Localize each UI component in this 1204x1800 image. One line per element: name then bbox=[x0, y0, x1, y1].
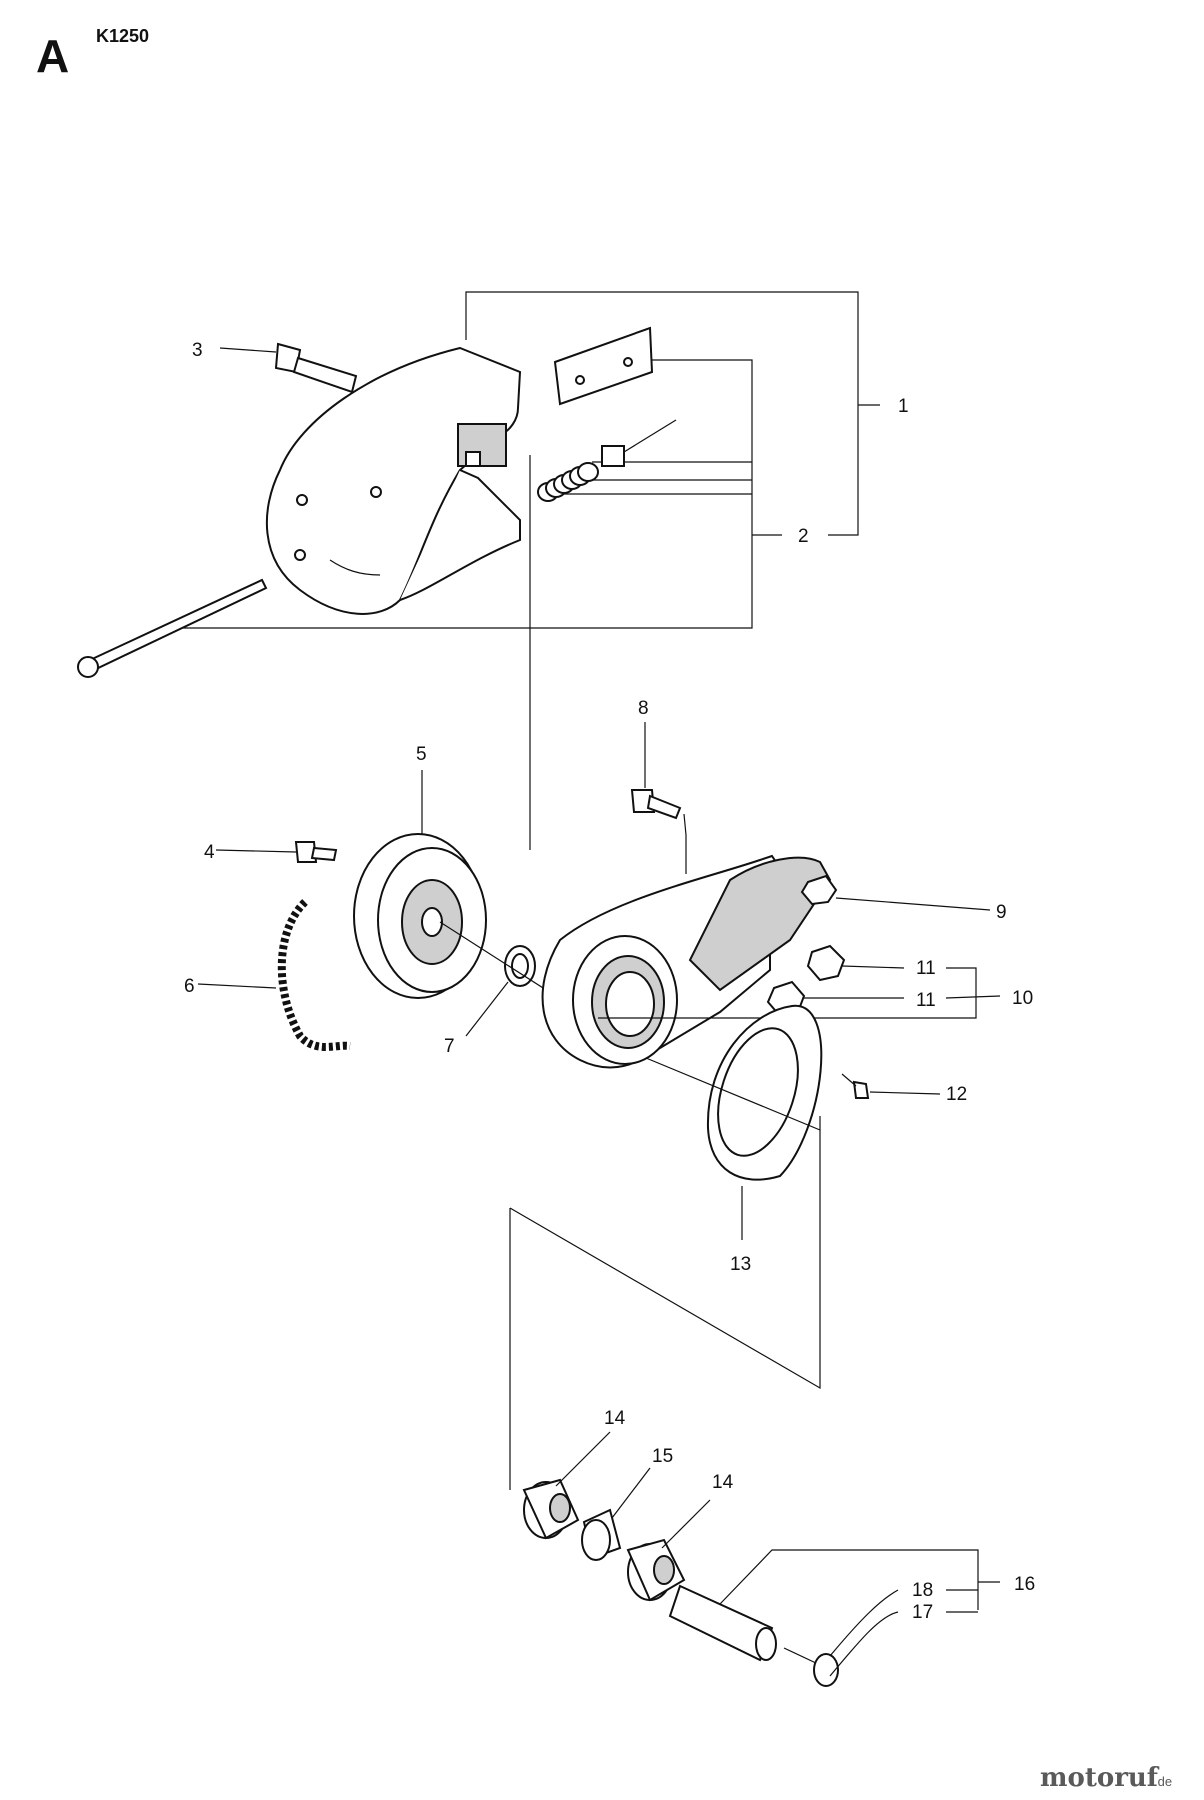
callout-11-lower: 11 bbox=[916, 990, 936, 1011]
callout-11-upper: 11 bbox=[916, 958, 936, 979]
leader-line bbox=[623, 419, 677, 453]
bolt-3 bbox=[274, 342, 358, 394]
callout-3: 3 bbox=[192, 340, 203, 361]
guard-clip bbox=[465, 451, 481, 467]
screw-8-shank bbox=[646, 794, 682, 820]
callout-16: 16 bbox=[1014, 1574, 1035, 1595]
leader-line bbox=[869, 1091, 941, 1095]
callout-7: 7 bbox=[444, 1036, 455, 1057]
section-letter: A bbox=[36, 30, 69, 82]
arm-group bbox=[509, 722, 1001, 1490]
plate-hole bbox=[623, 357, 633, 367]
leader-line bbox=[841, 965, 905, 969]
leader-line bbox=[661, 1499, 711, 1549]
model-number: K1250 bbox=[96, 26, 149, 46]
leader-line bbox=[555, 1431, 611, 1487]
watermark-suffix: .de bbox=[1154, 1774, 1172, 1789]
belt-guard-flange bbox=[399, 469, 521, 601]
bolt-4-shank bbox=[310, 846, 338, 862]
guard-hole bbox=[370, 486, 382, 498]
leader-line bbox=[683, 813, 687, 874]
arm-bracket bbox=[688, 856, 832, 992]
callout-10: 10 bbox=[1012, 988, 1033, 1009]
drive-belt bbox=[277, 899, 351, 1051]
leader-line bbox=[719, 1549, 979, 1610]
screw-12 bbox=[852, 1080, 870, 1099]
square-nut bbox=[601, 445, 625, 467]
guard-slot bbox=[457, 423, 507, 467]
callout-8: 8 bbox=[638, 698, 649, 719]
leader-line bbox=[945, 995, 1001, 999]
watermark-logo: motoruf .de bbox=[1040, 1763, 1172, 1793]
leader-line bbox=[465, 981, 509, 1037]
bolt-4 bbox=[294, 841, 318, 863]
leader-line bbox=[197, 983, 277, 989]
callout-18: 18 bbox=[912, 1580, 933, 1601]
washer-hole bbox=[511, 953, 529, 979]
bolt-17-head bbox=[813, 1653, 839, 1687]
shaft bbox=[668, 1584, 774, 1662]
nut-9 bbox=[800, 874, 838, 906]
shaft-end bbox=[755, 1627, 777, 1661]
watermark-brand: motoruf bbox=[1040, 1763, 1160, 1793]
friction-ring-hole bbox=[717, 1027, 799, 1157]
guard-edge bbox=[329, 559, 381, 576]
callout-4: 4 bbox=[204, 842, 215, 863]
callout-1: 1 bbox=[898, 396, 909, 417]
spacer-15-face bbox=[581, 1519, 611, 1561]
bolt-17-shank bbox=[783, 1647, 819, 1665]
leader-line bbox=[215, 849, 297, 853]
guard-hole bbox=[294, 549, 306, 561]
callout-14-left: 14 bbox=[604, 1408, 626, 1429]
leader-line bbox=[509, 1116, 821, 1390]
leader-line bbox=[645, 1057, 821, 1131]
long-screw bbox=[77, 578, 268, 678]
callout-5: 5 bbox=[416, 744, 427, 765]
callout-15: 15 bbox=[652, 1446, 673, 1467]
callout-9: 9 bbox=[996, 902, 1007, 923]
leader-line bbox=[611, 1467, 651, 1519]
arm-bore-inner bbox=[605, 971, 655, 1037]
plate-hole bbox=[575, 375, 585, 385]
callout-14-right: 14 bbox=[712, 1472, 734, 1493]
leader-line bbox=[465, 291, 859, 536]
callout-12: 12 bbox=[946, 1084, 967, 1105]
leader-line bbox=[829, 1589, 899, 1657]
belt-guard-group bbox=[77, 291, 880, 850]
callout-17: 17 bbox=[912, 1602, 933, 1623]
callout-13: 13 bbox=[730, 1254, 751, 1275]
shaft-group bbox=[522, 1431, 1000, 1687]
callout-6: 6 bbox=[184, 976, 195, 997]
bearing-14-right-bore bbox=[653, 1555, 675, 1585]
leader-line bbox=[829, 1611, 899, 1677]
guard-hole bbox=[296, 494, 308, 506]
spring bbox=[537, 462, 599, 502]
pulley-bore bbox=[421, 907, 443, 937]
bearing-14-left-bore bbox=[549, 1493, 571, 1523]
callout-2: 2 bbox=[798, 526, 809, 547]
leader-line bbox=[835, 897, 991, 911]
nut-11-upper bbox=[806, 944, 846, 982]
leader-line bbox=[219, 347, 277, 353]
tensioner-plate bbox=[553, 326, 654, 406]
screw-12-shank bbox=[841, 1073, 857, 1087]
pulley-group bbox=[197, 770, 641, 1051]
